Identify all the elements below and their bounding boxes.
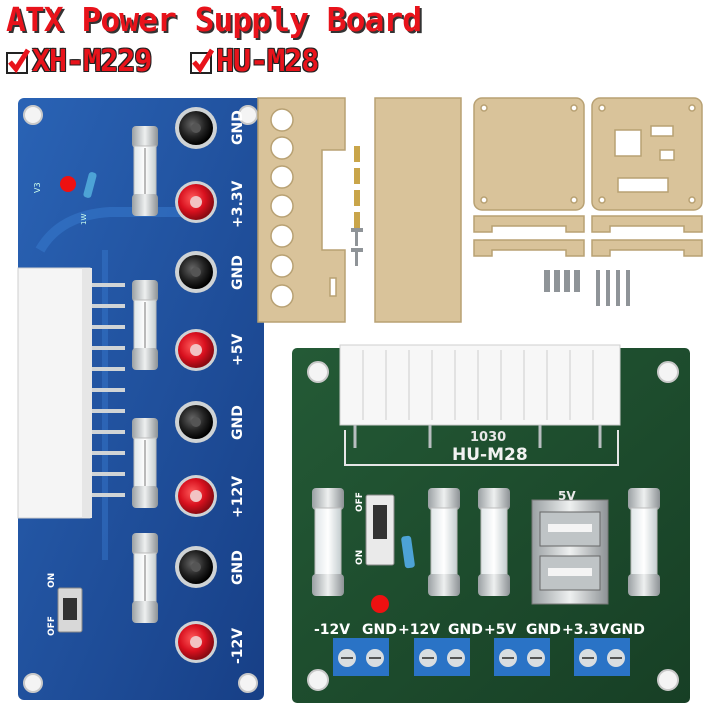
terminal-label: +12V <box>230 476 246 518</box>
output-label: GND <box>526 622 561 638</box>
output-label: GND <box>610 622 645 638</box>
model-tag-label: HU-M28 <box>216 44 319 79</box>
model-tag-label: XH-M229 <box>32 44 152 79</box>
terminal-label: GND <box>230 255 246 290</box>
model-tag-hu-m28: HU-M28 <box>190 44 319 79</box>
terminal-label: GND <box>230 550 246 585</box>
terminal-label: GND <box>230 110 246 145</box>
switch-label-off: OFF <box>47 616 57 636</box>
switch-label-off: OFF <box>355 492 365 512</box>
terminal-label: GND <box>230 405 246 440</box>
switch-label-on: ON <box>47 573 57 588</box>
checkmark-icon <box>190 48 214 74</box>
terminal-label: +3.3V <box>230 180 246 228</box>
switch-label-on: ON <box>355 550 365 565</box>
checkmark-icon <box>6 48 30 74</box>
usb-label: 5V <box>558 489 576 503</box>
terminal-label: +5V <box>230 334 246 366</box>
silk-code: 1030 <box>470 430 506 445</box>
terminal-label: -12V <box>230 628 246 664</box>
output-label: +3.3V <box>562 622 610 638</box>
silk-model: HU-M28 <box>452 445 528 465</box>
model-tag-xh-m229: XH-M229 <box>6 44 152 79</box>
output-label: +5V <box>484 622 516 638</box>
output-label: -12V <box>314 622 350 638</box>
output-label: GND <box>448 622 483 638</box>
output-label: +12V <box>398 622 440 638</box>
page-title: ATX Power Supply Board <box>6 0 422 39</box>
output-label: GND <box>362 622 397 638</box>
